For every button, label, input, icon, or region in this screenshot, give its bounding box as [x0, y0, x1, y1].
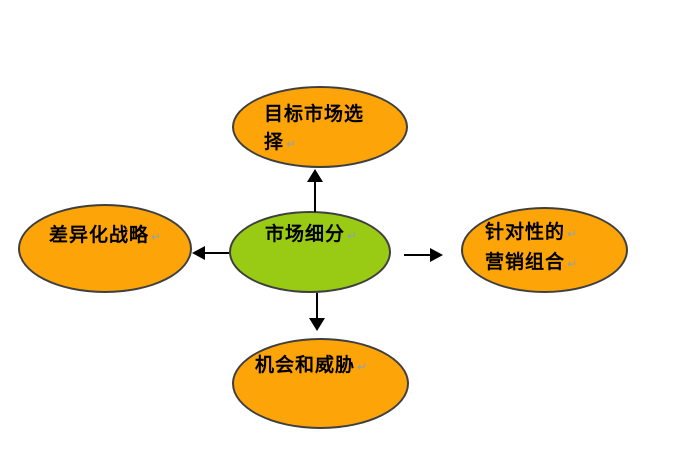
label-line1: 差异化战略 — [49, 224, 150, 246]
line-break-mark-icon: ↵ — [286, 137, 297, 151]
node-target-market-selection[interactable]: 目标市场选 择↵ — [232, 86, 408, 168]
label-line2: 择 — [264, 131, 285, 153]
line-break-mark-icon: ↵ — [567, 227, 578, 241]
arrow-right-head-icon — [430, 248, 443, 262]
node-label: 市场细分↵ — [265, 220, 357, 250]
label-line1: 机会和威胁 — [255, 354, 356, 376]
line-break-mark-icon: ↵ — [567, 257, 578, 271]
arrow-left-shaft — [204, 252, 229, 254]
node-label: 机会和威胁↵ — [255, 351, 367, 381]
arrow-down-head-icon — [309, 318, 325, 331]
line-break-mark-icon: ↵ — [151, 230, 162, 244]
node-opportunities-and-threats[interactable]: 机会和威胁↵ — [232, 338, 409, 429]
node-market-segmentation[interactable]: 市场细分↵ — [229, 211, 391, 293]
node-targeted-marketing-mix[interactable]: 针对性的↵ 营销组合↵ — [461, 207, 628, 293]
arrow-left-head-icon — [192, 246, 205, 260]
node-label: 差异化战略↵ — [49, 221, 161, 251]
label-line1: 目标市场选 — [264, 103, 365, 125]
arrow-up-shaft — [314, 181, 316, 212]
node-label: 目标市场选 择↵ — [264, 100, 364, 158]
arrow-down-shaft — [316, 293, 318, 318]
arrow-right-shaft — [404, 254, 430, 256]
node-differentiation-strategy[interactable]: 差异化战略↵ — [18, 204, 192, 293]
line-break-mark-icon: ↵ — [347, 229, 358, 243]
label-line2: 营销组合 — [485, 251, 566, 273]
label-line1: 市场细分 — [265, 223, 346, 245]
line-break-mark-icon: ↵ — [357, 360, 368, 374]
node-label: 针对性的↵ 营销组合↵ — [485, 218, 577, 278]
label-line1: 针对性的 — [485, 221, 566, 243]
arrow-up-head-icon — [307, 169, 323, 182]
